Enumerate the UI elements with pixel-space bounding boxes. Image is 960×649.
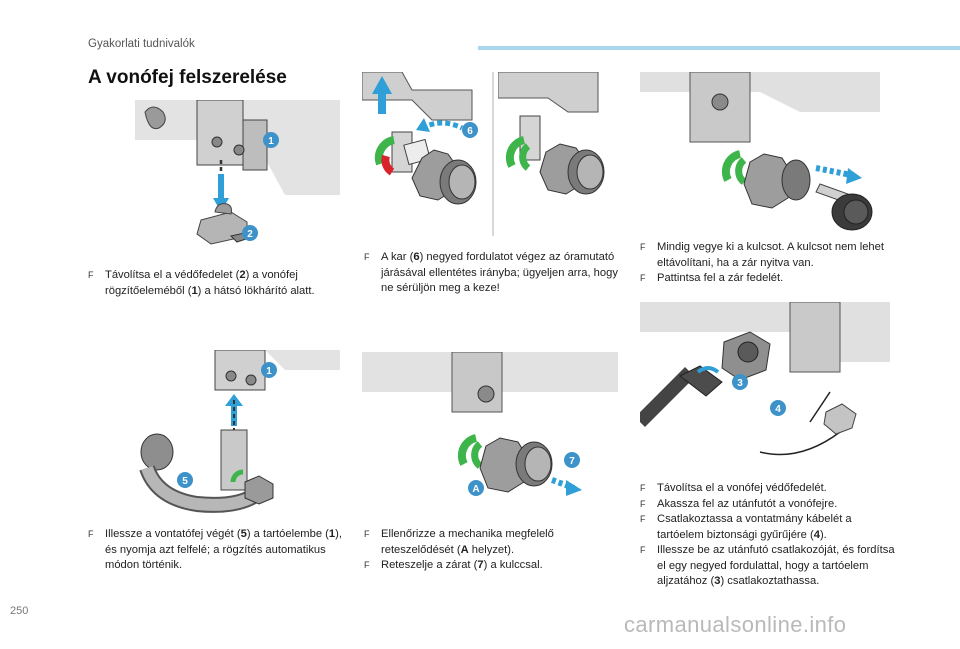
bullet-icon: F: [640, 483, 646, 493]
figure-insert-towball: 1 5: [135, 350, 340, 518]
caption-insert-towball: F Illessze a vontatófej végét (5) a tartó…: [88, 527, 343, 574]
figure-lock-cover: [640, 72, 880, 236]
bullet-icon: F: [640, 545, 646, 555]
bullet-icon: F: [640, 498, 646, 509]
caption-text: Mindig vegye ki a kulcsot. A kulcsot nem…: [657, 241, 884, 269]
caption-text: ) negyed fordulatot végez az óramutató j…: [381, 251, 618, 294]
caption-text: Akassza fel az utánfutót a vonófejre.: [657, 497, 838, 510]
bullet-icon: F: [364, 252, 370, 262]
bullet-icon: F: [88, 529, 94, 539]
caption-item: F Ellenőrizze a mechanika megfelelő retes…: [364, 527, 620, 558]
callout-2: 2: [247, 229, 253, 240]
caption-item: F Távolítsa el a védőfedelet (2) a vonófe…: [88, 268, 340, 299]
caption-remove-cover: F Távolítsa el a védőfedelet (2) a vonófe…: [88, 268, 340, 299]
caption-item: F Illessze a vontatófej végét (5) a tartó…: [88, 527, 343, 574]
reference-number: 3: [714, 575, 721, 587]
figure-lever-turn: 6: [362, 72, 488, 236]
caption-item: F Akassza fel az utánfutót a vonófejre.: [640, 497, 898, 513]
page-title: A vonófej felszerelése: [88, 67, 287, 88]
caption-connect: F Távolítsa el a vonófej védőfedelét. F Aka…: [640, 481, 898, 590]
caption-text: Illessze be az utánfutó csatlakozóját, é…: [657, 544, 895, 587]
bullet-icon: F: [364, 560, 370, 570]
reference-number: 6: [413, 251, 420, 263]
caption-text: helyzet).: [468, 543, 515, 556]
caption-item: F Távolítsa el a vonófej védőfedelét.: [640, 481, 898, 497]
reference-number: 4: [813, 528, 820, 541]
callout-A: A: [472, 484, 479, 495]
bullet-icon: F: [640, 242, 646, 252]
caption-lever: F A kar (6) negyed fordulatot végez az ór…: [364, 250, 620, 297]
bullet-icon: F: [88, 270, 94, 280]
reference-number: 1: [191, 284, 198, 297]
bullet-icon: F: [364, 529, 370, 539]
bullet-icon: F: [640, 514, 646, 524]
caption-text: Távolítsa el a vonófej védőfedelét.: [657, 482, 827, 494]
reference-number: 5: [240, 528, 247, 540]
caption-item: F Pattintsa fel a zár fedelét.: [640, 271, 890, 287]
caption-text: Illessze a vontatófej végét (: [105, 528, 241, 540]
caption-text: Távolítsa el a védőfedelet (: [105, 269, 240, 281]
caption-text: A kar (: [381, 251, 414, 263]
page-number: 250: [10, 605, 29, 617]
caption-text: ) a hátsó lökhárító alatt.: [197, 284, 315, 297]
callout-7: 7: [569, 456, 575, 467]
bullet-icon: F: [640, 273, 646, 283]
callout-1b: 1: [266, 366, 272, 377]
caption-text: ) a tartóelembe (: [246, 528, 329, 540]
callout-6: 6: [467, 126, 473, 137]
caption-lock: F Ellenőrizze a mechanika megfelelő retes…: [364, 527, 620, 574]
caption-item: F Illessze be az utánfutó csatlakozóját, …: [640, 543, 898, 590]
caption-text: Ellenőrizze a mechanika megfelelő retesz…: [381, 528, 554, 556]
callout-4: 4: [775, 404, 781, 415]
caption-text: ) a vonófej rögzítőeleméből (: [105, 269, 298, 297]
caption-text: ), és nyomja azt felfelé; a rögzítés aut…: [105, 528, 342, 571]
callout-5: 5: [182, 476, 188, 487]
callout-3: 3: [737, 378, 743, 389]
caption-text: Csatlakoztassa a vontatmány kábelét a ta…: [657, 513, 852, 541]
reference-number: 1: [328, 528, 336, 540]
divider: [492, 72, 494, 236]
caption-key: F Mindig vegye ki a kulcsot. A kulcsot ne…: [640, 240, 890, 287]
figure-connect-cable: 3 4: [640, 302, 890, 470]
figure-lever-turned: [498, 72, 616, 236]
reference-number: 7: [477, 559, 484, 571]
reference-number: A: [460, 543, 469, 556]
watermark: carmanualsonline.info: [624, 612, 847, 637]
caption-text: ) csatlakoztathassa.: [720, 575, 820, 587]
caption-text: Reteszelje a zárat (: [381, 559, 478, 571]
callout-1: 1: [268, 136, 274, 147]
caption-item: F Mindig vegye ki a kulcsot. A kulcsot ne…: [640, 240, 890, 271]
caption-item: F A kar (6) negyed fordulatot végez az ór…: [364, 250, 620, 297]
section-bar: [478, 46, 960, 50]
figure-remove-cover: 1 2: [135, 100, 340, 250]
caption-text: ).: [819, 528, 827, 541]
figure-lock-key: 7 A: [362, 352, 618, 518]
section-label: Gyakorlati tudnivalók: [88, 38, 195, 50]
reference-number: 2: [239, 269, 246, 281]
caption-item: F Csatlakoztassa a vontatmány kábelét a t…: [640, 512, 898, 543]
caption-text: Pattintsa fel a zár fedelét.: [657, 272, 784, 284]
caption-item: F Reteszelje a zárat (7) a kulccsal.: [364, 558, 620, 574]
caption-text: ) a kulccsal.: [483, 559, 543, 571]
